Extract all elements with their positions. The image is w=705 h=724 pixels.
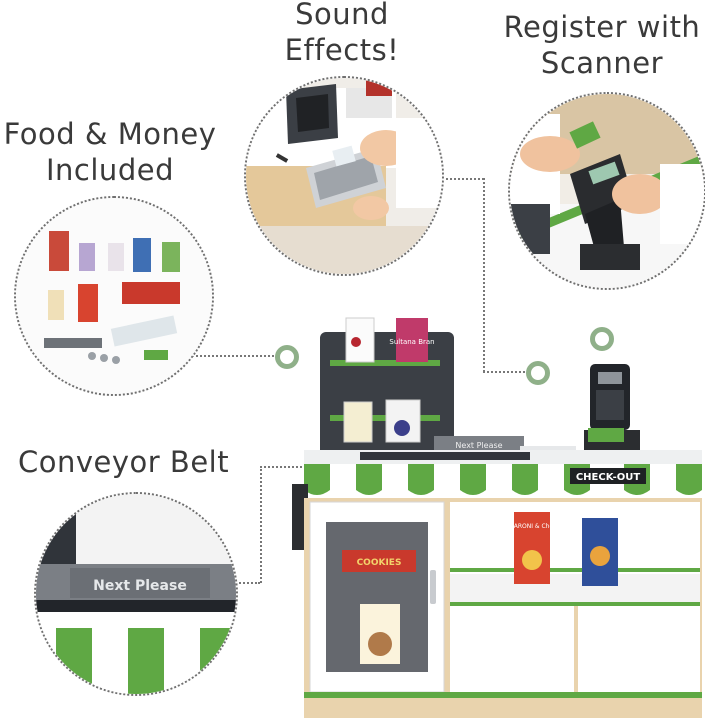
cookies-box-label: COOKIES	[357, 558, 402, 568]
caption-sound-effects: Sound Effects!	[262, 0, 422, 68]
marker-ring-food	[275, 345, 299, 369]
leader-sound-v	[483, 178, 485, 372]
leader-food	[192, 355, 278, 357]
caption-sound-line: Sound Effects!	[284, 0, 400, 67]
leader-conveyor-v	[260, 466, 262, 583]
leader-sound-h	[446, 178, 484, 180]
photo-sound-drawer	[244, 76, 444, 276]
marker-ring-register	[590, 327, 614, 351]
macaroni-box-label: MACARONI & Cheese	[500, 523, 564, 530]
caption-conveyor-belt: Conveyor Belt	[18, 444, 248, 480]
counter-next-please-label: Next Please	[455, 441, 502, 450]
caption-register-line: Register with Scanner	[503, 10, 701, 80]
photo-food-money	[14, 196, 214, 396]
sultana-bran-label: Sultana Bran	[389, 338, 434, 346]
leader-sound-h2	[483, 371, 529, 373]
caption-conveyor-line: Conveyor Belt	[18, 445, 230, 479]
checkout-sign-label: CHECK-OUT	[576, 472, 641, 483]
leader-conveyor-h	[232, 582, 260, 584]
conveyor-next-please-label: Next Please	[93, 578, 187, 594]
caption-food-money: Food & Money Included	[0, 116, 228, 188]
caption-food-line: Food & Money Included	[3, 117, 217, 187]
product-checkout-counter: Sultana Bran Next Please CHECK-O	[290, 312, 705, 720]
photo-conveyor-belt: Next Please	[34, 492, 238, 696]
marker-ring-sound	[526, 361, 550, 385]
caption-register-scanner: Register with Scanner	[492, 9, 705, 81]
photo-register-scanner	[508, 92, 705, 290]
